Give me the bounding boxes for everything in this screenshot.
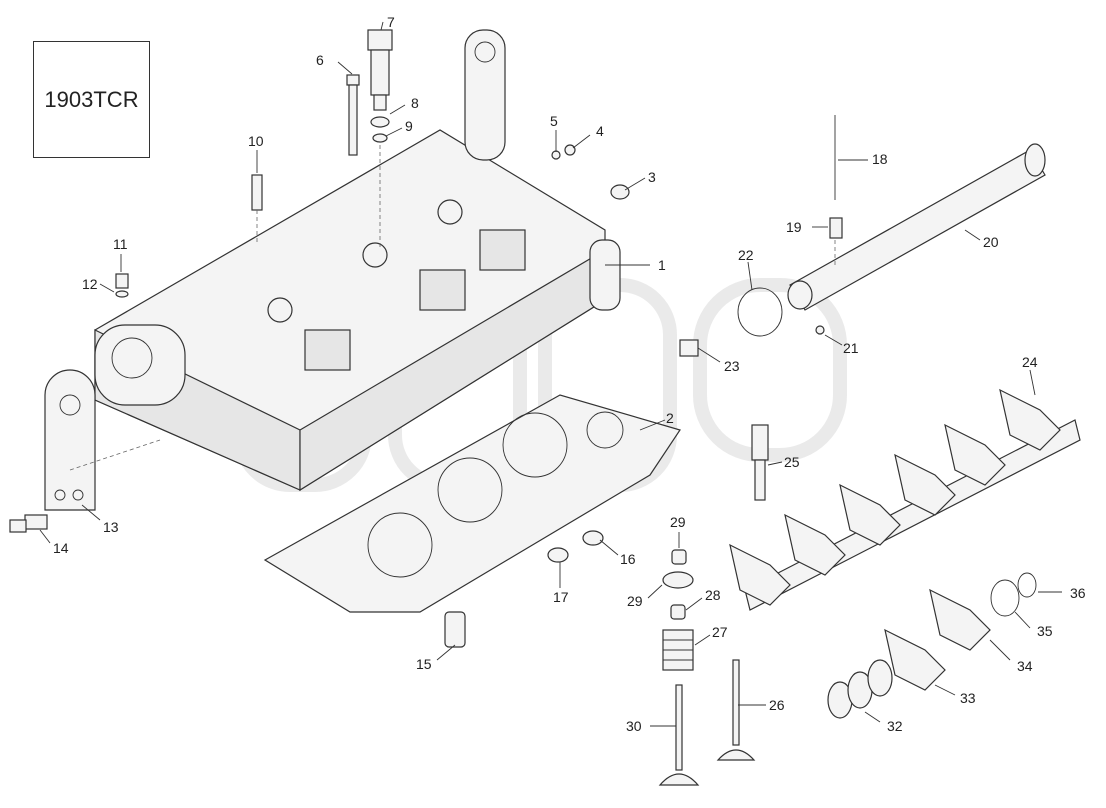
callout-30: 30 — [626, 718, 642, 734]
callout-8: 8 — [411, 95, 419, 111]
washer-12-part — [115, 290, 129, 298]
callout-29-left: 29 — [627, 593, 643, 609]
callout-22: 22 — [738, 247, 754, 263]
stud-part — [346, 74, 360, 156]
callout-24: 24 — [1022, 354, 1038, 370]
callout-26: 26 — [769, 697, 785, 713]
plug-3-part — [610, 184, 630, 200]
callout-17: 17 — [553, 589, 569, 605]
leader-lines — [39, 21, 1062, 727]
callout-28: 28 — [705, 587, 721, 603]
callout-10: 10 — [248, 133, 264, 149]
washer-35-part — [990, 579, 1020, 617]
valve-spring-part — [662, 629, 694, 671]
washer-5-part — [551, 150, 561, 160]
intake-valve-part — [658, 684, 700, 786]
callout-19: 19 — [786, 219, 802, 235]
callout-7: 7 — [387, 14, 395, 30]
callout-23: 23 — [724, 358, 740, 374]
callout-16: 16 — [620, 551, 636, 567]
guide-lines — [69, 145, 836, 471]
callout-29-top: 29 — [670, 514, 686, 530]
callout-27: 27 — [712, 624, 728, 640]
callout-9: 9 — [405, 118, 413, 134]
dowel-pin-part — [251, 174, 263, 211]
rocker-shaft-assembly-part — [729, 388, 1081, 611]
circlip-36-part — [1017, 572, 1037, 598]
valve-keeper-part — [671, 549, 687, 565]
seal-part — [372, 133, 388, 143]
callout-35: 35 — [1037, 623, 1053, 639]
callout-labels: 1 2 3 4 5 6 7 8 9 10 11 12 13 14 15 16 1… — [53, 14, 1086, 734]
callout-21: 21 — [843, 340, 859, 356]
callout-15: 15 — [416, 656, 432, 672]
tappet-15-part — [444, 611, 466, 648]
bolt-23-part — [679, 339, 699, 357]
callout-2: 2 — [666, 410, 674, 426]
head-gasket-part — [263, 394, 681, 613]
bolt-4-part — [564, 144, 576, 156]
callout-36: 36 — [1070, 585, 1086, 601]
valve-stem-seal-part — [670, 604, 686, 620]
callout-14: 14 — [53, 540, 69, 556]
injector-part — [367, 29, 393, 111]
callout-4: 4 — [596, 123, 604, 139]
key-21-part — [815, 325, 825, 335]
seal-16-part — [582, 530, 604, 546]
model-label: 1903TCR — [44, 86, 139, 112]
callout-5: 5 — [550, 113, 558, 129]
callout-13: 13 — [103, 519, 119, 535]
screw-11-part — [115, 273, 129, 289]
callout-32: 32 — [887, 718, 903, 734]
callout-20: 20 — [983, 234, 999, 250]
exhaust-valve-part — [716, 659, 756, 761]
callout-25: 25 — [784, 454, 800, 470]
circlip-22-part — [737, 287, 783, 337]
lifting-eye-part — [44, 369, 96, 511]
spring-32-part — [827, 659, 893, 719]
callout-1: 1 — [658, 257, 666, 273]
callout-6: 6 — [316, 52, 324, 68]
callout-33: 33 — [960, 690, 976, 706]
callout-3: 3 — [648, 169, 656, 185]
callout-11: 11 — [113, 236, 128, 252]
callout-12: 12 — [82, 276, 98, 292]
camshaft-part — [787, 143, 1046, 311]
rocker-arm-33-part — [884, 628, 946, 691]
o-ring-part — [370, 116, 390, 128]
seal-ring-17-part — [547, 547, 569, 563]
callout-18: 18 — [872, 151, 888, 167]
spring-retainer-part — [662, 571, 694, 589]
plug-25-part — [751, 424, 769, 501]
rocker-arm-34-part — [929, 588, 991, 651]
cylinder-head-part — [94, 29, 621, 492]
tappet-19-part — [829, 217, 843, 239]
bolt-14-part — [9, 514, 48, 533]
callout-34: 34 — [1017, 658, 1033, 674]
model-label-box: 1903TCR — [33, 41, 150, 158]
